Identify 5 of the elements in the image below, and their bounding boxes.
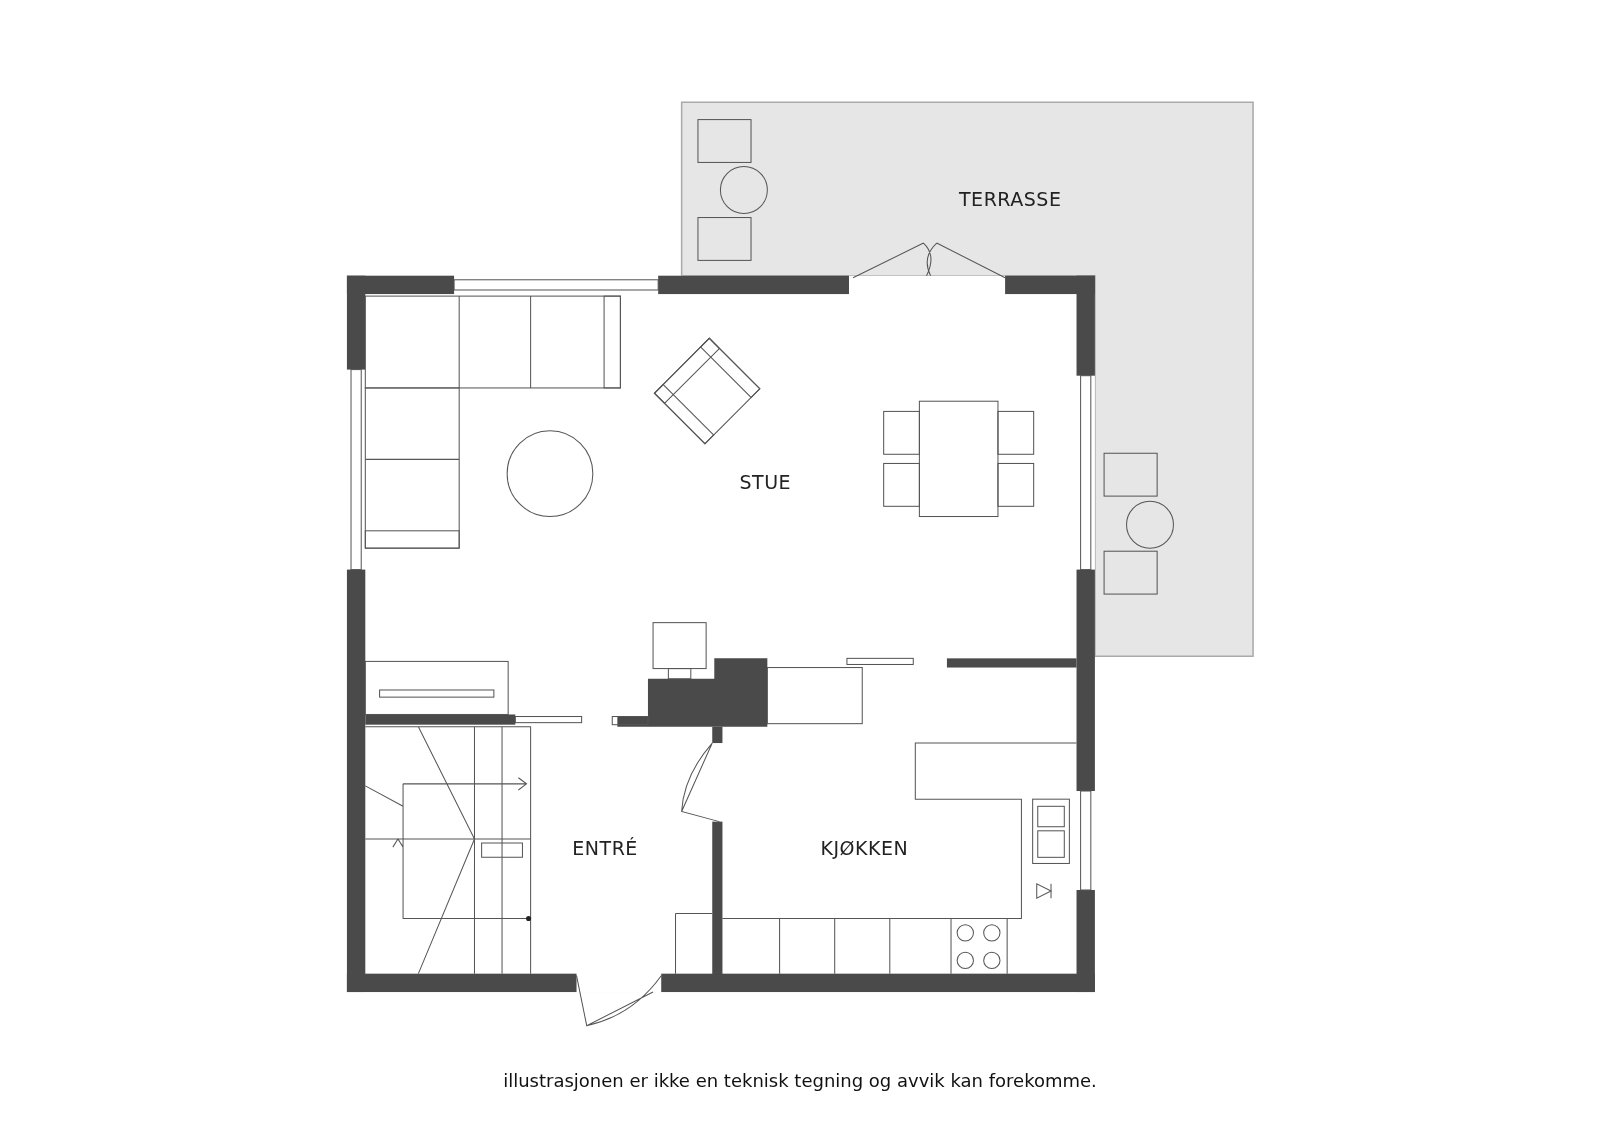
room-label: ENTRÉ (572, 836, 638, 859)
room-label: KJØKKEN (820, 836, 909, 859)
room-label: TERRASSE (959, 187, 1062, 210)
room-label: STUE (739, 470, 792, 493)
caption: illustrasjonen er ikke en teknisk tegning og avvik kan forekomme. (503, 1069, 1097, 1091)
